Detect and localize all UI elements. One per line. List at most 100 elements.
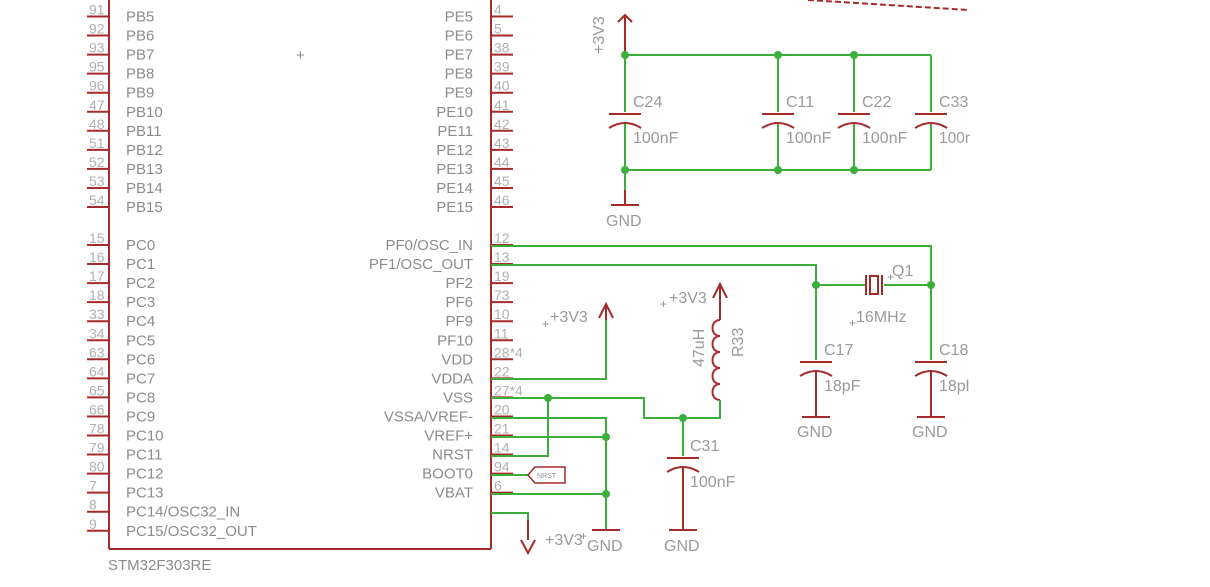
q1-name: Q1 [892, 263, 913, 280]
c11-name: C11 [786, 94, 814, 111]
pin-number: 11 [494, 325, 509, 341]
ic-name: STM32F303RE [108, 557, 211, 574]
svg-text:PB4: PB4 [126, 0, 154, 2]
pin-name: PE5 [445, 9, 473, 26]
pin-number: 10 [494, 306, 510, 322]
pin-name: PC2 [126, 275, 155, 292]
pin-name: PE13 [436, 161, 473, 178]
pin-name: PC11 [126, 447, 162, 464]
pin-number: 44 [494, 154, 510, 170]
pin-number: 78 [89, 421, 105, 437]
pin-name: PC7 [126, 370, 155, 387]
pin-number: 20 [494, 401, 510, 417]
pin-name: PC4 [126, 313, 155, 330]
power-wiring: +3V3 + GND NRST +3V3 + [491, 301, 683, 556]
pin-name: PE11 [437, 123, 473, 140]
pin-name: VDD [441, 351, 473, 368]
c22-name: C22 [862, 94, 891, 111]
vcc-arrow-icon [598, 301, 614, 320]
vcc-label-vbat: +3V3 [545, 532, 583, 549]
c17-value: 18pF [824, 378, 861, 395]
pin-name: PE14 [436, 180, 473, 197]
pin-name: PB12 [126, 142, 163, 159]
pin-name: PE15 [436, 199, 473, 216]
pin-number: 65 [89, 382, 105, 398]
r33-value: 47uH [691, 329, 708, 367]
pin-name: PB13 [126, 161, 163, 178]
pin-name: PC13 [126, 485, 164, 502]
pin-name: PC10 [126, 428, 164, 445]
pin-name: PF10 [437, 332, 473, 349]
pin-name: PB6 [126, 28, 154, 45]
pin-name: PE9 [445, 85, 473, 102]
ic-pin-left: 91 PB5 [87, 2, 154, 26]
c33-name: C33 [939, 94, 968, 111]
offscreen-wire [807, 0, 969, 11]
pin-name: PB8 [126, 66, 154, 83]
pin-name: VREF+ [424, 428, 473, 445]
svg-text:+: + [849, 316, 856, 330]
pin-number: 27*4 [494, 382, 523, 398]
pin-number: 64 [89, 363, 105, 379]
vdda-filter: +3V3 + R33 47uH C31 100nF GND [660, 281, 747, 555]
pin-name: PF9 [445, 313, 473, 330]
pin-name: PB5 [126, 9, 154, 26]
capacitor-c31: C31 100nF GND [664, 418, 736, 555]
svg-text:PE4: PE4 [442, 0, 470, 2]
pin-name: PB7 [126, 47, 154, 64]
pin-number: 73 [494, 287, 510, 303]
c24-name: C24 [633, 94, 662, 111]
pin-name: PF6 [445, 294, 473, 311]
pin-number: 16 [89, 249, 105, 265]
pin-number: 12 [494, 230, 510, 246]
pin-number: 40 [494, 78, 510, 94]
pin-name: PC14/OSC32_IN [126, 504, 240, 521]
pin-number: 43 [494, 135, 510, 151]
pin-number: 96 [89, 78, 105, 94]
capacitor-c24: C24 100nF [608, 55, 679, 170]
pin-name: PB11 [126, 123, 162, 140]
pin-name: PC5 [126, 332, 155, 349]
ic-pin-right: 40 PE9 [445, 78, 513, 102]
pin-number: 28*4 [494, 344, 523, 360]
ic-pin-left: 64 PC7 [87, 363, 155, 387]
q1-value: 16MHz [856, 309, 907, 326]
pin-name: PF1/OSC_OUT [369, 256, 473, 273]
pin-number: 48 [89, 116, 105, 132]
pin-number: 51 [89, 135, 105, 151]
pin-name: PF0/OSC_IN [385, 237, 473, 254]
ic-pin-left: 96 PB9 [87, 78, 154, 102]
pin-number: 22 [494, 363, 510, 379]
c31-value: 100nF [690, 474, 736, 491]
pin-number: 54 [89, 192, 105, 208]
ic-pin-left: 48 PB11 [87, 116, 162, 140]
pin-name: PE6 [445, 28, 473, 45]
pin-number: 91 [89, 2, 105, 18]
pin-name: VDDA [431, 370, 473, 387]
pin-number: 14 [494, 440, 510, 456]
pin-name: PB9 [126, 85, 154, 102]
